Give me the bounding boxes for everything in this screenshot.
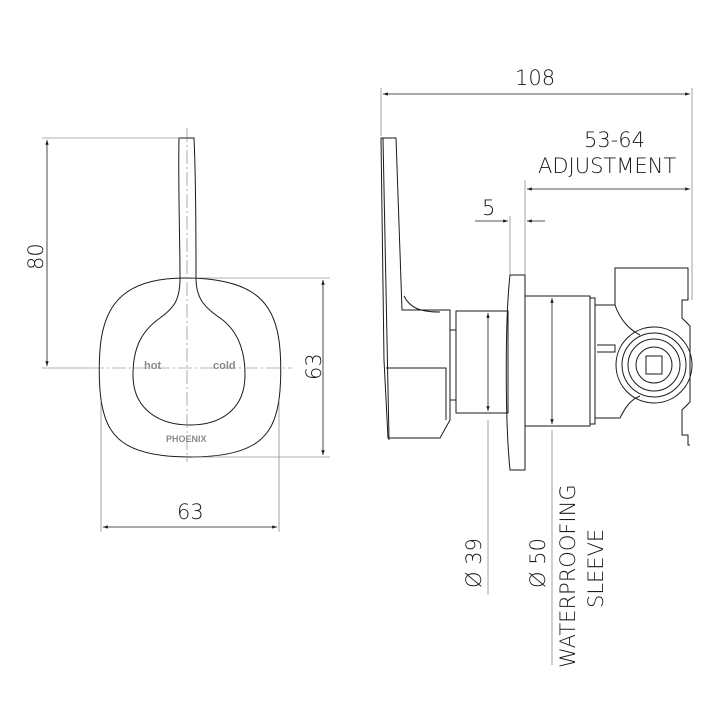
diameter-39-label: Ø 39 bbox=[462, 538, 486, 588]
brand-label: PHOENIX bbox=[166, 434, 207, 444]
front-view bbox=[42, 128, 330, 532]
adjustment-text: ADJUSTMENT bbox=[538, 154, 677, 178]
side-view bbox=[380, 88, 693, 665]
hot-label: hot bbox=[144, 360, 162, 372]
height-80-label: 80 bbox=[24, 243, 48, 270]
diameter-50-label: Ø 50 bbox=[526, 538, 550, 588]
plate-width-63-label: 63 bbox=[177, 500, 204, 524]
cold-label: cold bbox=[213, 360, 236, 372]
sleeve-text: SLEEVE bbox=[584, 528, 608, 608]
depth-108-label: 108 bbox=[515, 66, 556, 90]
flange-5-label: 5 bbox=[482, 196, 496, 220]
plate-height-63-label: 63 bbox=[302, 353, 326, 380]
adjustment-range-label: 53-64 bbox=[584, 128, 646, 152]
waterproofing-text: WATERPROOFING bbox=[556, 484, 580, 668]
